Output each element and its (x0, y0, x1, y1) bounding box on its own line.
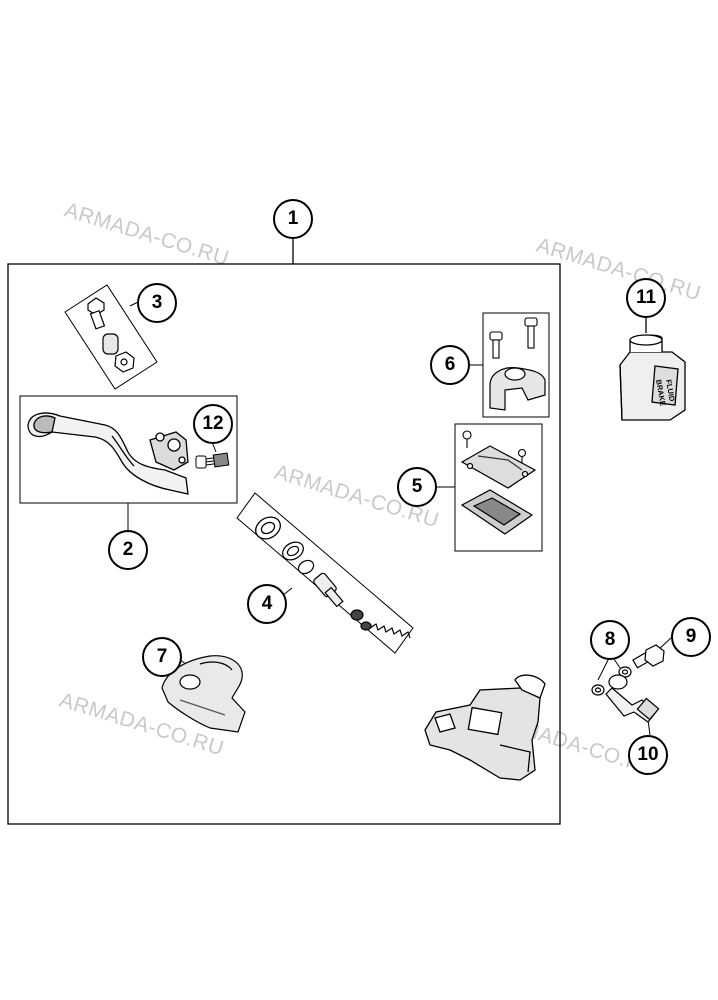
assembly-box (7, 263, 561, 825)
o-ring-part (350, 609, 372, 631)
nut-part (114, 351, 135, 373)
callout-8[interactable]: 8 (590, 620, 630, 660)
banjo-fitting-part (605, 674, 660, 723)
adjuster-screw-part (195, 452, 230, 469)
callout-3[interactable]: 3 (137, 283, 177, 323)
sleeve-part (102, 333, 119, 355)
brake-fluid-bottle-part (619, 318, 686, 421)
banjo-bolt-part (632, 644, 665, 669)
group-box-5 (454, 423, 543, 552)
bottle-label-fluid: FLUID (664, 379, 677, 403)
clutch-lever-part (27, 412, 189, 495)
bolt-part (87, 297, 106, 330)
leader-line-3 (129, 301, 139, 307)
reservoir-cover-part (460, 445, 537, 489)
diaphragm-part (460, 489, 534, 535)
callout-10[interactable]: 10 (628, 735, 668, 775)
callout-12[interactable]: 12 (193, 404, 233, 444)
master-cylinder-cap-part (161, 655, 246, 733)
callout-6[interactable]: 6 (430, 345, 470, 385)
circlip-part (282, 541, 304, 561)
clamp-part (489, 367, 546, 411)
clamp-bolt-part (489, 317, 538, 359)
group-box-4 (236, 492, 414, 654)
group-box-3 (64, 284, 158, 390)
callout-11[interactable]: 11 (626, 278, 666, 318)
leader-line-8 (597, 655, 611, 681)
seal-part (255, 516, 281, 540)
spring-part (369, 623, 411, 639)
callout-2[interactable]: 2 (108, 530, 148, 570)
callout-7[interactable]: 7 (142, 637, 182, 677)
piston-part (313, 572, 344, 608)
washer-part (297, 559, 315, 575)
callout-9[interactable]: 9 (671, 617, 711, 657)
sealing-washer-part (591, 666, 632, 696)
callout-4[interactable]: 4 (247, 584, 287, 624)
callout-5[interactable]: 5 (397, 467, 437, 507)
callout-1[interactable]: 1 (273, 199, 313, 239)
master-cylinder-body-part (424, 674, 546, 781)
cover-screw-part (462, 430, 527, 464)
